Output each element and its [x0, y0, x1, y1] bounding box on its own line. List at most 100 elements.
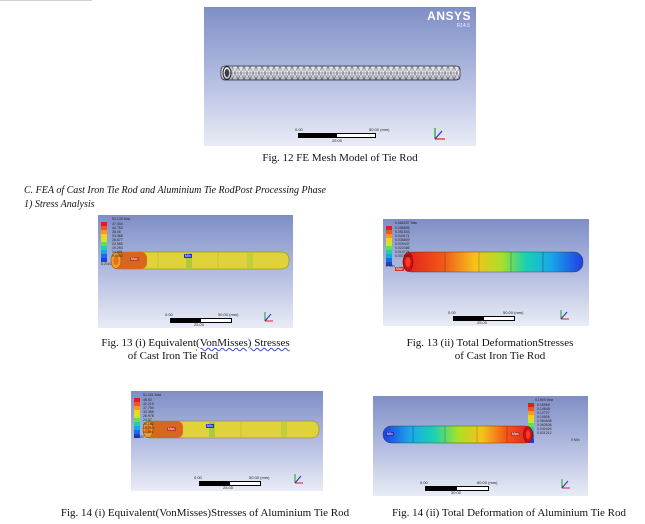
- fig14i-legend: [134, 398, 140, 438]
- legend-color-band: [134, 418, 140, 422]
- fig13i-legend-title: 52.136 Max: [112, 217, 131, 221]
- fig13i-legend-min: 5.2167 Min: [101, 262, 119, 266]
- section-heading: C. FEA of Cast Iron Tie Rod and Aluminiu…: [24, 185, 326, 196]
- fig13i-rod: [110, 251, 290, 270]
- legend-color-band: [528, 415, 534, 419]
- legend-value: 0.10606: [537, 415, 550, 419]
- legend-color-band: [101, 250, 107, 254]
- legend-value: 37.794: [143, 406, 154, 410]
- legend-color-band: [386, 258, 392, 262]
- fig13ii-scale-mid: 25.00: [477, 320, 488, 325]
- legend-color-band: [528, 419, 534, 423]
- legend-color-band: [134, 410, 140, 414]
- fig14ii-scale-bar: [425, 486, 489, 491]
- legend-value: 20.162: [143, 422, 154, 426]
- fig13i-viewport: 52.136 Max 5.2167 Min Max Min 0.00 50.00…: [98, 215, 293, 328]
- fig14ii-scale-start: 0.00: [420, 480, 428, 485]
- fig13ii-caption-line2: of Cast Iron Tie Rod: [454, 350, 546, 362]
- fig14i-caption: Fig. 14 (i) Equivalent(VonMisses)Stresse…: [60, 507, 350, 519]
- legend-value: 33.386: [143, 410, 154, 414]
- legend-color-band: [101, 222, 107, 226]
- legend-value: 46.53: [143, 398, 152, 402]
- legend-value: 0.029447: [395, 242, 410, 246]
- fig13i-legend: [101, 222, 107, 262]
- legend-color-band: [101, 234, 107, 238]
- fig13i-scale-mid: 25.00: [194, 322, 205, 327]
- fig13ii-legend: [386, 226, 392, 266]
- legend-color-band: [134, 426, 140, 430]
- legend-color-band: [101, 246, 107, 250]
- legend-color-band: [386, 238, 392, 242]
- fig14ii-min-tag: Min: [386, 432, 394, 436]
- fig13i-min-tag: Min: [184, 254, 192, 258]
- fig12-caption: Fig. 12 FE Mesh Model of Tie Rod: [262, 152, 418, 164]
- legend-color-band: [386, 226, 392, 230]
- legend-color-band: [101, 238, 107, 242]
- legend-color-band: [101, 242, 107, 246]
- legend-color-band: [386, 254, 392, 258]
- fig14i-legend-min: 56.097 Min: [134, 435, 152, 439]
- fig14i-rod: [142, 420, 320, 439]
- legend-value: 0.084848: [537, 419, 552, 423]
- fig12-scale-end: 50.00 (mm): [369, 127, 390, 132]
- legend-value: 0.014724: [395, 250, 410, 254]
- fig14i-max-tag: Max: [167, 427, 176, 431]
- fig12-scale-mid: 25.00: [332, 138, 343, 143]
- fig13ii-viewport: 0.066257 Max 0 Min Max 0.00 50.00 (mm) 2…: [383, 219, 589, 326]
- legend-color-band: [134, 402, 140, 406]
- legend-color-band: [528, 403, 534, 407]
- legend-value: 0.036809: [395, 238, 410, 242]
- legend-color-band: [528, 411, 534, 415]
- fig14i-scale-bar: [199, 481, 261, 486]
- fig14i-viewport: 51.151 Max 56.097 Min Max Min 0.00 50.00…: [131, 391, 323, 491]
- fig14ii-max-tag: Max: [511, 432, 520, 436]
- legend-value: 0.042424: [537, 427, 552, 431]
- fig14ii-legend-min: 0 Min: [571, 438, 580, 442]
- legend-color-band: [134, 414, 140, 418]
- triad-icon: [561, 479, 570, 489]
- fig14ii-legend-title: 0.1909 Max: [535, 398, 554, 402]
- fig14i-scale-end: 50.00 (mm): [249, 475, 270, 480]
- triad-icon: [560, 310, 569, 320]
- legend-color-band: [528, 407, 534, 411]
- legend-color-band: [101, 254, 107, 258]
- legend-value: 47.444: [112, 222, 123, 226]
- legend-value: 0.051533: [395, 230, 410, 234]
- legend-value: 42.219: [143, 402, 154, 406]
- fig14i-scale-mid: 25.00: [223, 485, 234, 490]
- legend-color-band: [101, 230, 107, 234]
- legend-color-band: [134, 406, 140, 410]
- legend-value: 28.677: [112, 238, 123, 242]
- fig12-viewport: ANSYS R14.5 0.00 50.00 (mm) 25.00: [204, 7, 476, 146]
- legend-value: 0.063636: [537, 423, 552, 427]
- subsection-heading: 1) Stress Analysis: [24, 199, 95, 210]
- legend-color-band: [386, 234, 392, 238]
- legend-value: 0.044171: [395, 234, 410, 238]
- fig13i-scale-bar: [170, 318, 232, 323]
- legend-value: 28.978: [143, 414, 154, 418]
- legend-value: 42.752: [112, 226, 123, 230]
- fig13ii-scale-end: 50.00 (mm): [503, 310, 524, 315]
- mesh-rod-model: [220, 65, 461, 81]
- fig13i-caption-underlined: (VonMisses) Stresses: [196, 337, 290, 349]
- legend-color-band: [134, 430, 140, 434]
- legend-color-band: [528, 423, 534, 427]
- fig13ii-caption-line1: Fig. 13 (ii) Total DeformationStresses: [406, 337, 574, 349]
- legend-color-band: [386, 242, 392, 246]
- fig13i-caption-line2: of Cast Iron Tie Rod: [127, 350, 219, 362]
- legend-value: 0.0073619: [395, 254, 412, 258]
- legend-color-band: [386, 262, 392, 266]
- legend-value: 0.058895: [395, 226, 410, 230]
- fig14i-min-tag: Min: [206, 424, 214, 428]
- legend-value: 19.293: [112, 246, 123, 250]
- ansys-version: R14.5: [456, 23, 470, 29]
- fig14i-scale-start: 0.00: [194, 475, 202, 480]
- legend-color-band: [528, 439, 534, 443]
- fig13i-max-tag: Max: [130, 257, 139, 261]
- legend-value: 15.754: [143, 426, 154, 430]
- legend-value: 0.022086: [395, 246, 410, 250]
- fig13i-scale-end: 50.00 (mm): [218, 312, 239, 317]
- legend-color-band: [386, 230, 392, 234]
- fig13ii-scale-bar: [453, 316, 515, 321]
- triad-icon: [294, 474, 303, 484]
